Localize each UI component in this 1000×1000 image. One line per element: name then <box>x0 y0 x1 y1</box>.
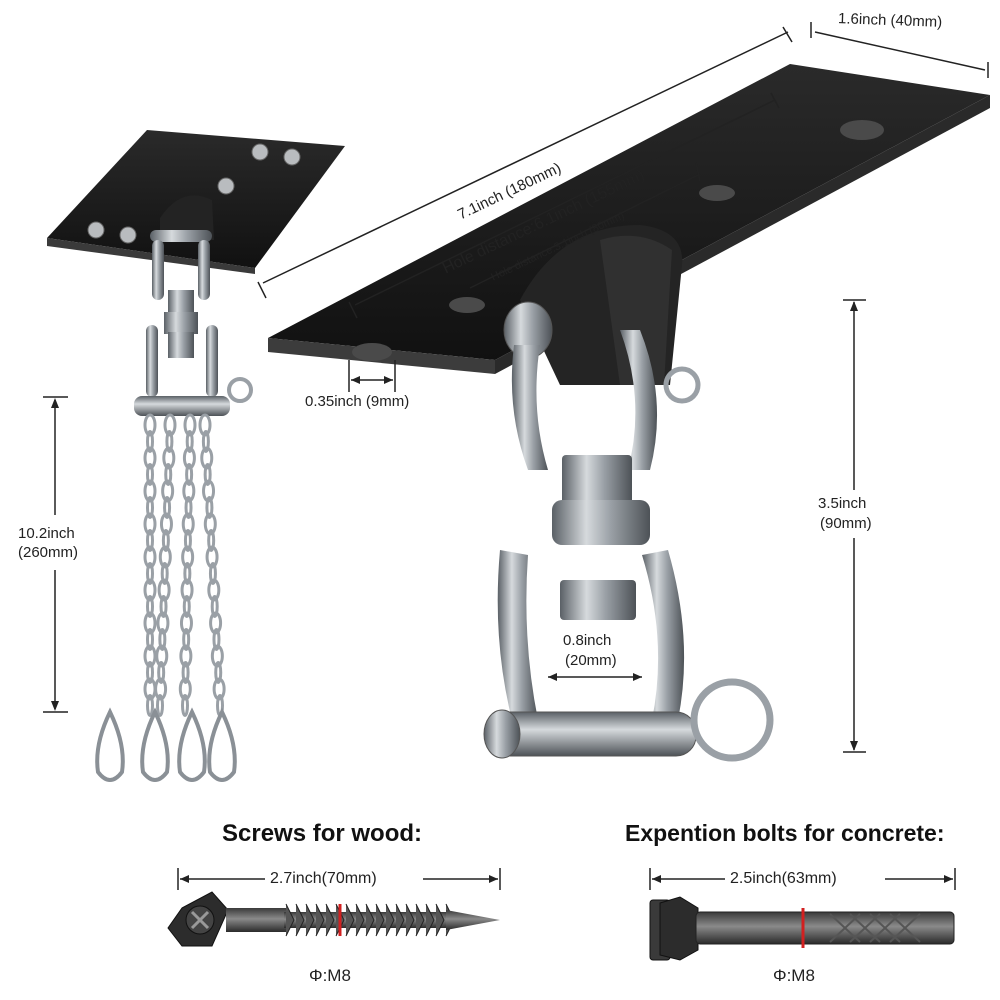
wood-screw <box>167 891 500 947</box>
plate-screw-icon <box>283 148 301 166</box>
chain-length-inch-label: 10.2inch <box>18 525 75 542</box>
mount-hole <box>352 343 392 361</box>
dimension-lines <box>257 22 989 753</box>
hanger-height-inch-label: 3.5inch <box>818 495 867 512</box>
plate-screw-icon <box>119 226 137 244</box>
carabiner-hooks <box>95 707 237 782</box>
plate-screw-icon <box>87 221 105 239</box>
mount-hole <box>699 185 735 201</box>
wood-screw-dimension <box>177 868 501 890</box>
wood-screw-length-label: 2.7inch(70mm) <box>270 870 377 887</box>
mount-hole <box>840 120 884 140</box>
concrete-bolt-diameter-label: Φ:M8 <box>773 966 815 985</box>
large-hanger-assembly <box>268 64 990 762</box>
plate-screw-icon <box>251 143 269 161</box>
small-hanger-assembly <box>47 130 345 782</box>
large-mount-plate <box>268 64 990 360</box>
concrete-bolt-length-label: 2.5inch(63mm) <box>730 870 837 887</box>
hole-diameter-label: 0.35inch (9mm) <box>305 393 410 410</box>
hanging-chains <box>143 413 226 717</box>
top-width-label: 1.6inch (40mm) <box>837 10 943 31</box>
plate-screw-icon <box>217 177 235 195</box>
wood-screws-title: Screws for wood: <box>222 820 423 847</box>
concrete-bolts-title: Expention bolts for concrete: <box>625 820 945 846</box>
mount-hole <box>449 297 485 313</box>
hanger-height-mm-label: (90mm) <box>820 515 872 532</box>
chain-length-mm-label: (260mm) <box>18 544 79 561</box>
dimension-arrows <box>351 301 858 751</box>
chain-length-dimension <box>43 396 68 713</box>
expansion-bolt-dimension <box>649 868 956 890</box>
shackle-width-inch-label: 0.8inch <box>563 632 612 649</box>
wood-screw-diameter-label: Φ:M8 <box>309 966 351 985</box>
shackle-width-mm-label: (20mm) <box>565 652 617 669</box>
expansion-bolt <box>649 896 955 961</box>
